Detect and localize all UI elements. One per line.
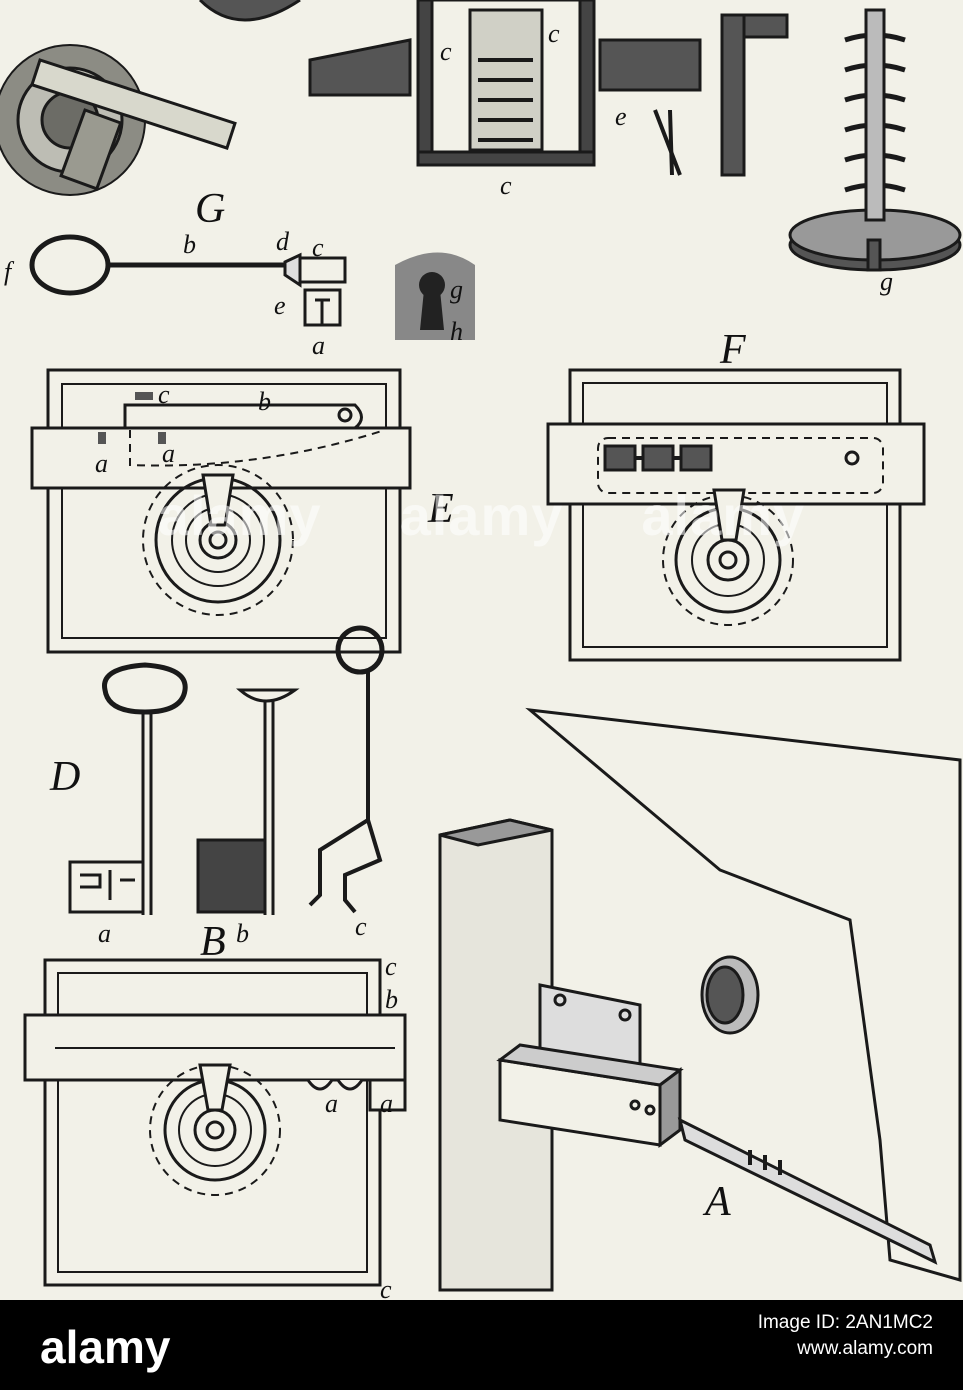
keyhole-label-h: h [450, 317, 463, 346]
spring-pin [788, 8, 962, 272]
lock-figure-b [23, 958, 407, 1287]
alamy-logo[interactable]: alamy [40, 1321, 171, 1373]
e-label-a2: a [162, 439, 175, 468]
footer-bar: alamy Image ID: 2AN1MC2 www.alamy.com [0, 1300, 963, 1390]
spring-label-g: g [880, 267, 893, 296]
image-id-label: Image ID: 2AN1MC2 [757, 1312, 933, 1333]
keyhole-plate [395, 252, 475, 340]
section-label-c2: c [548, 19, 560, 48]
label-a: a [312, 331, 325, 360]
label-e: e [274, 291, 286, 320]
figure-b-title: B [200, 919, 226, 965]
b-label-b: b [385, 985, 398, 1014]
b-label-a2: a [380, 1089, 393, 1118]
lock-figure-e [30, 368, 412, 654]
d-label-b: b [236, 919, 249, 948]
label-b: b [183, 230, 196, 259]
site-url[interactable]: www.alamy.com [797, 1338, 933, 1359]
figure-e-title: E [427, 486, 454, 532]
engraving-plate: G f b d c e a g h c c c e g E c b a a F … [0, 0, 963, 1300]
lock-figure-f [546, 368, 926, 662]
label-f: f [4, 257, 15, 286]
section-label-c1: c [440, 37, 452, 66]
section-label-e: e [615, 102, 627, 131]
lock-mechanism-engraving: G f b d c e a g h c c c e g E c b a a F … [0, 0, 962, 1300]
label-c: c [312, 233, 324, 262]
figure-g-title: G [195, 186, 225, 232]
label-d: d [276, 227, 290, 256]
figure-d-title: D [49, 754, 80, 800]
image-id-block: Image ID: 2AN1MC2 www.alamy.com [758, 1310, 933, 1362]
b-label-c1: c [385, 952, 397, 981]
top-left-lock-fragment [0, 0, 301, 196]
b-label-a1: a [325, 1089, 338, 1118]
figure-a-title: A [702, 1179, 731, 1225]
e-label-a1: a [95, 449, 108, 478]
figure-f-title: F [719, 327, 746, 373]
e-label-c: c [158, 380, 170, 409]
keyhole-label-g: g [450, 275, 463, 304]
b-label-c2: c [380, 1275, 392, 1300]
d-label-c: c [355, 912, 367, 941]
section-label-c3: c [500, 171, 512, 200]
e-label-b: b [258, 387, 271, 416]
lock-cross-section [308, 0, 789, 177]
door-bolt-figure-a [438, 707, 962, 1292]
d-label-a: a [98, 919, 111, 948]
keys-figure-d [68, 625, 385, 915]
key-figure-g [29, 234, 347, 327]
